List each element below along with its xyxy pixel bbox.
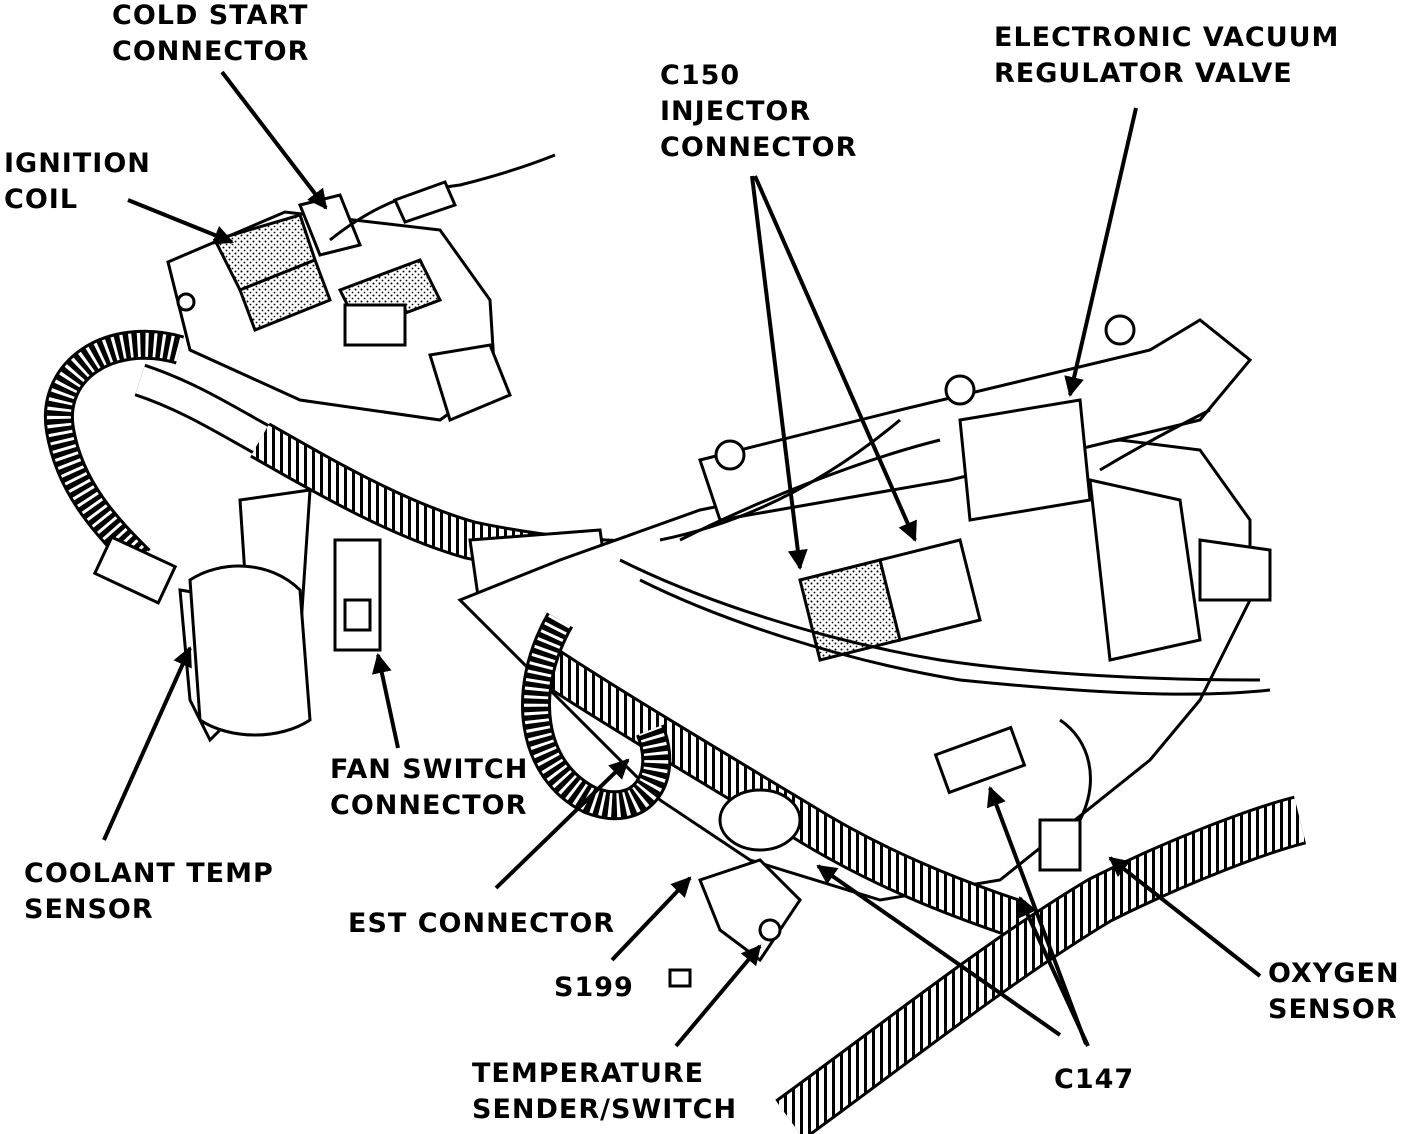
- ignition-coil-line-1: IGNITION: [4, 148, 151, 179]
- ignition-coil-shape: [166, 193, 512, 423]
- est-connector-label: EST CONNECTOR: [348, 906, 615, 942]
- temperature-sender-switch-label: TEMPERATURE SENDER/SWITCH: [472, 1056, 737, 1128]
- oxygen-sensor-line-1: OXYGEN: [1268, 958, 1400, 989]
- fan-switch-line-1: FAN SWITCH: [330, 754, 529, 785]
- cold-start-connector-line-2: CONNECTOR: [112, 36, 310, 67]
- s199-line-1: S199: [554, 972, 634, 1003]
- ignition-coil-label: IGNITION COIL: [4, 146, 151, 218]
- coolant-temp-line-1: COOLANT TEMP: [24, 858, 274, 889]
- c150-injector-connector-label: C150 INJECTOR CONNECTOR: [660, 58, 857, 166]
- c150-line-3: CONNECTOR: [660, 132, 858, 163]
- c147-label: C147: [1054, 1062, 1134, 1098]
- evrv-line-2: REGULATOR VALVE: [994, 58, 1293, 89]
- electronic-vacuum-regulator-valve-label: ELECTRONIC VACUUM REGULATOR VALVE: [994, 20, 1339, 92]
- fan-switch-line-2: CONNECTOR: [330, 790, 528, 821]
- oxygen-sensor-line-2: SENSOR: [1268, 994, 1398, 1025]
- fan-switch-connector-label: FAN SWITCH CONNECTOR: [330, 752, 528, 824]
- evrv-line-1: ELECTRONIC VACUUM: [994, 22, 1340, 53]
- coolant-temp-line-2: SENSOR: [24, 894, 154, 925]
- temperature-sender-line-1: TEMPERATURE: [472, 1058, 705, 1089]
- c147-line-1: C147: [1054, 1064, 1135, 1095]
- est-connector-line-1: EST CONNECTOR: [348, 908, 616, 939]
- s199-label: S199: [554, 970, 634, 1006]
- ignition-coil-line-2: COIL: [4, 184, 79, 215]
- cold-start-connector-line-1: COLD START: [112, 0, 309, 31]
- c150-line-2: INJECTOR: [660, 96, 812, 127]
- oxygen-sensor-label: OXYGEN SENSOR: [1268, 956, 1400, 1028]
- coolant-temp-sensor-label: COOLANT TEMP SENSOR: [24, 856, 274, 928]
- c150-line-1: C150: [660, 60, 741, 91]
- cold-start-connector-label: COLD START CONNECTOR: [112, 0, 309, 70]
- temperature-sender-line-2: SENDER/SWITCH: [472, 1094, 738, 1125]
